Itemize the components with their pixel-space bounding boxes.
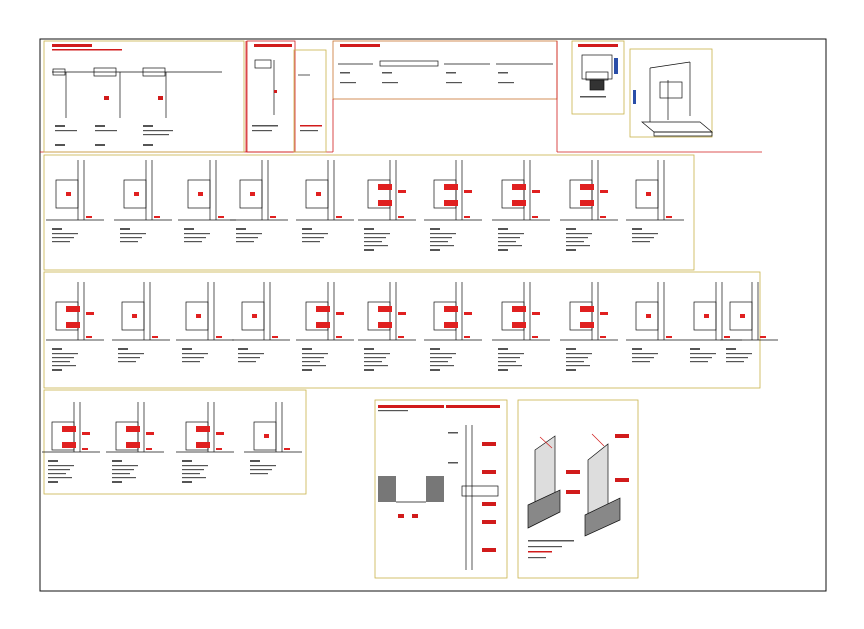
section-detail [684, 282, 742, 363]
section-detail [106, 402, 164, 483]
panel-borders [43, 40, 761, 579]
section-detail [358, 160, 416, 251]
section-detail [296, 282, 354, 371]
panel-detail-plan [571, 40, 625, 115]
panel-isometric-detail [517, 399, 639, 579]
section-detail [114, 160, 172, 243]
section-detail [178, 160, 236, 243]
section-detail [42, 402, 100, 483]
section-detail [492, 160, 550, 251]
panel-section-row-1 [43, 154, 695, 271]
section-detail [232, 282, 290, 363]
panel-small-section-b [293, 49, 327, 153]
panel-vertical-section [374, 399, 508, 579]
section-row-3-details [42, 402, 302, 483]
section-detail [176, 282, 234, 363]
panel-horizontal-profiles [332, 40, 558, 100]
section-detail [296, 160, 354, 243]
vertical-section-group [378, 405, 500, 570]
section-detail [46, 160, 104, 243]
section-detail [626, 282, 684, 363]
detail-plan-group [578, 44, 618, 98]
section-detail [176, 402, 234, 483]
panel-small-section-a [246, 40, 296, 153]
section-detail [424, 282, 482, 371]
elevations-group [52, 44, 222, 118]
section-detail [560, 160, 618, 251]
section-row-1-details [46, 160, 684, 251]
section-detail [358, 282, 416, 371]
panel-elevations-top-left [43, 40, 245, 153]
isometric-detail-group [527, 433, 629, 559]
section-detail [230, 160, 288, 243]
section-detail [46, 282, 104, 371]
section-row-2-details [46, 282, 778, 371]
horizontal-profiles-group [338, 44, 553, 84]
section-detail [492, 282, 550, 371]
section-detail [244, 402, 302, 475]
section-detail [560, 282, 618, 371]
panel-section-row-2 [43, 271, 761, 389]
panel-section-row-3 [43, 389, 307, 495]
isometric-frame-group [633, 61, 713, 137]
section-detail [626, 160, 684, 243]
section-detail [720, 282, 778, 363]
small-section-group [252, 44, 322, 132]
elevation-labels [55, 125, 173, 146]
section-detail [112, 282, 170, 363]
section-detail [424, 160, 482, 251]
panel-isometric-frame [629, 48, 713, 138]
sheet-frame [39, 38, 827, 592]
